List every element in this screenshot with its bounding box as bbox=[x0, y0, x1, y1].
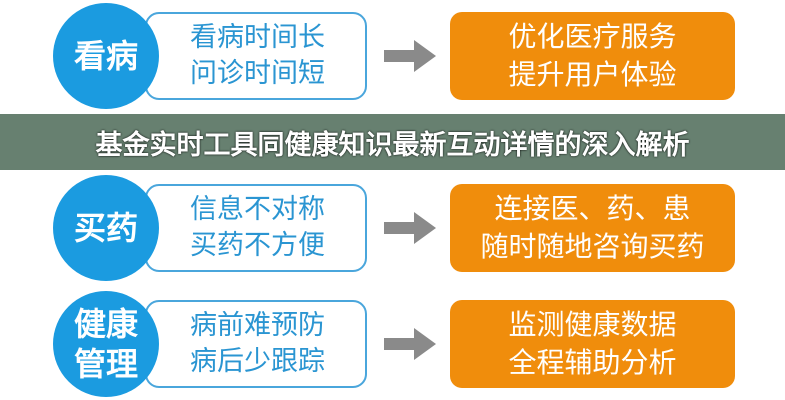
problem-line: 看病时间长 bbox=[190, 22, 325, 53]
solution-box: 连接医、药、患随时随地咨询买药 bbox=[450, 184, 735, 272]
problem-box bbox=[145, 184, 367, 272]
arrow-right-icon bbox=[384, 212, 436, 244]
category-circle: 买药 bbox=[53, 175, 159, 281]
banner-title: 基金实时工具同健康知识最新互动详情的深入解析 bbox=[95, 129, 690, 161]
problem-text: 看病时间长问诊时间短 bbox=[190, 20, 360, 92]
problem-line: 买药不方便 bbox=[190, 230, 325, 261]
solution-box: 监测健康数据全程辅助分析 bbox=[450, 300, 735, 388]
problem-box bbox=[145, 12, 367, 100]
problem-text: 病前难预防病后少跟踪 bbox=[190, 308, 360, 380]
row-jiankang: 病前难预防病后少跟踪 健康管理 监测健康数据全程辅助分析 bbox=[0, 288, 785, 400]
arrow-right-icon bbox=[384, 40, 436, 72]
solution-line: 提升用户体验 bbox=[508, 58, 677, 91]
problem-line: 病前难预防 bbox=[190, 310, 325, 341]
solution-line: 监测健康数据 bbox=[508, 308, 677, 341]
problem-line: 病后少跟踪 bbox=[190, 346, 325, 377]
problem-box bbox=[145, 300, 367, 388]
row-kanbing: 看病时间长问诊时间短 看病 优化医疗服务提升用户体验 bbox=[0, 0, 785, 112]
problem-line: 问诊时间短 bbox=[190, 58, 325, 89]
solution-box: 优化医疗服务提升用户体验 bbox=[450, 12, 735, 100]
circle-line: 管理 bbox=[73, 345, 138, 383]
solution-line: 随时随地咨询买药 bbox=[480, 230, 705, 263]
arrow-right-icon bbox=[384, 328, 436, 360]
category-circle: 看病 bbox=[53, 3, 159, 109]
solution-line: 连接医、药、患 bbox=[494, 192, 691, 225]
category-circle: 健康管理 bbox=[53, 291, 159, 397]
title-banner: 基金实时工具同健康知识最新互动详情的深入解析 bbox=[0, 114, 785, 170]
row-maiyao: 信息不对称买药不方便 买药 连接医、药、患随时随地咨询买药 bbox=[0, 172, 785, 284]
problem-line: 信息不对称 bbox=[190, 194, 325, 225]
solution-line: 全程辅助分析 bbox=[508, 346, 677, 379]
solution-line: 优化医疗服务 bbox=[508, 20, 677, 53]
problem-text: 信息不对称买药不方便 bbox=[190, 192, 360, 264]
circle-line: 健康 bbox=[73, 305, 138, 343]
